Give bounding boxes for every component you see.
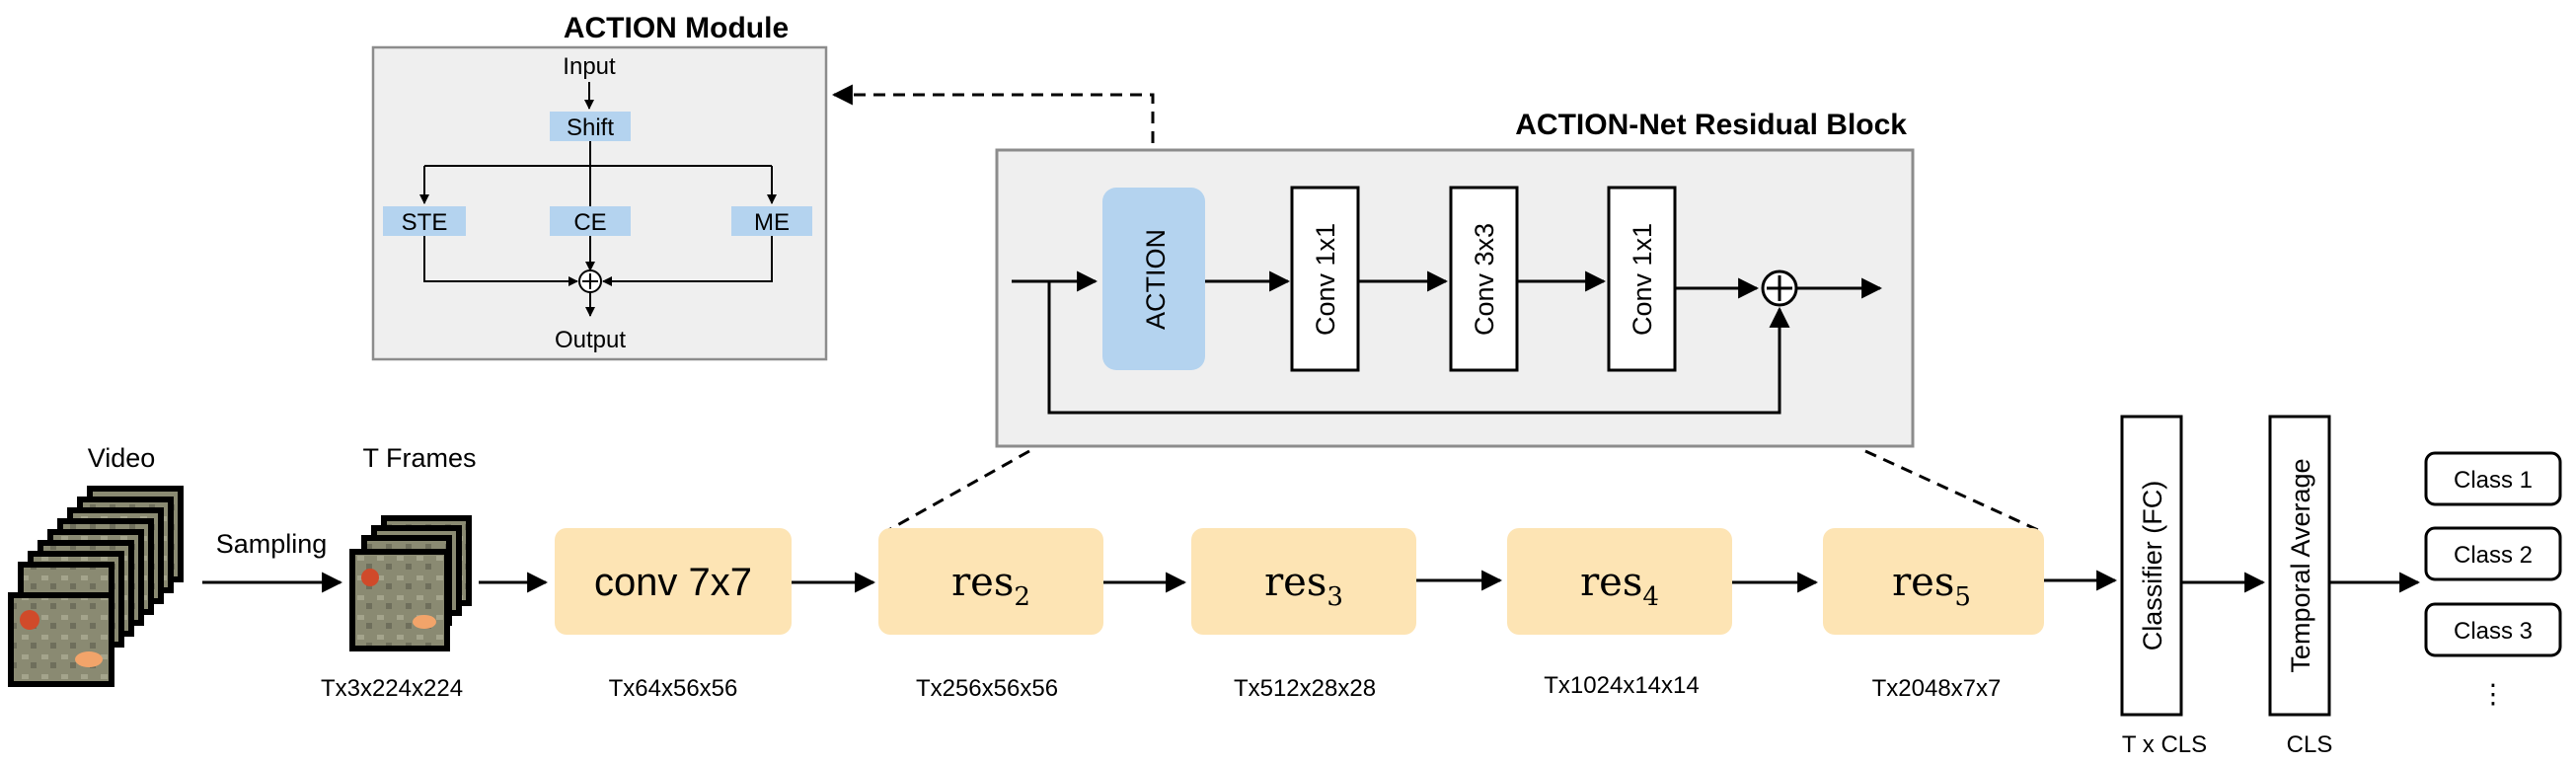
- ce-box: [550, 206, 631, 236]
- class-label: Class 3: [2454, 618, 2533, 645]
- class-box: [2424, 526, 2562, 581]
- res2-block: [878, 528, 1103, 635]
- t-frames-stack: T Frames: [349, 443, 477, 651]
- temporal-average-block: [2268, 415, 2331, 717]
- ste-box: [383, 206, 466, 236]
- ste-label: STE: [402, 209, 448, 236]
- residual-block: ACTION-Net Residual Block ACTION Conv 1x…: [995, 109, 1915, 448]
- action-box: [1102, 188, 1205, 370]
- class-box: [2424, 451, 2562, 506]
- output-label: Output: [555, 327, 626, 353]
- classifier-block: [2120, 415, 2183, 717]
- more-classes-icon: ⋮: [2480, 679, 2507, 709]
- input-label: Input: [563, 53, 616, 80]
- class-box: [2424, 602, 2562, 657]
- conv1-label: Conv 1x1: [1311, 223, 1340, 336]
- zoom-line-right: [1864, 449, 2039, 532]
- class-label: Class 2: [2454, 542, 2533, 569]
- temporal-average-label: Temporal Average: [2286, 458, 2315, 672]
- classifier-dim: T x CLS: [2122, 731, 2207, 758]
- conv3-label: Conv 1x1: [1628, 223, 1657, 336]
- res3-block: [1191, 528, 1416, 635]
- class-outputs: Class 1 Class 2 Class 3 ⋮: [2424, 451, 2562, 709]
- conv7-label: conv 7x7: [594, 561, 752, 604]
- conv1-box: [1290, 186, 1360, 372]
- me-box: [731, 206, 812, 236]
- video-label: Video: [88, 443, 156, 473]
- t-frames-label: T Frames: [362, 443, 476, 473]
- res3-dim: Tx512x28x28: [1234, 675, 1376, 702]
- class-label: Class 1: [2454, 467, 2533, 494]
- res2-dim: Tx256x56x56: [916, 675, 1058, 702]
- conv7-block: [555, 528, 792, 635]
- temporal-average-dim: CLS: [2287, 731, 2333, 758]
- action-module-panel: [371, 45, 828, 361]
- res4-dim: Tx1024x14x14: [1544, 672, 1699, 699]
- zoom-line-left: [882, 449, 1030, 535]
- classifier-label: Classifier (FC): [2138, 481, 2167, 651]
- res4-label: res4: [1580, 560, 1659, 612]
- action-box-label: ACTION: [1141, 229, 1171, 330]
- res4-block: [1507, 528, 1732, 635]
- conv2-label: Conv 3x3: [1470, 223, 1499, 336]
- me-label: ME: [754, 209, 790, 236]
- action-module-title: ACTION Module: [564, 12, 789, 44]
- video-frames: [8, 486, 184, 687]
- skip-connection: [1047, 281, 1790, 415]
- action-module: ACTION Module Input Shift STE CE ME Outp…: [371, 12, 828, 361]
- frames-dim: Tx3x224x224: [321, 675, 463, 702]
- video-stack: Video: [8, 443, 184, 687]
- res2-label: res2: [951, 560, 1030, 612]
- conv2-box: [1449, 186, 1519, 372]
- res5-label: res5: [1892, 560, 1971, 612]
- shift-box: [550, 112, 631, 141]
- shift-label: Shift: [567, 115, 614, 141]
- conv7-dim: Tx64x56x56: [609, 675, 738, 702]
- residual-block-title: ACTION-Net Residual Block: [1515, 109, 1907, 141]
- sampling-label: Sampling: [216, 529, 328, 559]
- ce-label: CE: [573, 209, 606, 236]
- conv3-box: [1607, 186, 1677, 372]
- res5-block: [1823, 528, 2044, 635]
- res3-label: res3: [1264, 560, 1343, 612]
- res5-dim: Tx2048x7x7: [1872, 675, 2002, 702]
